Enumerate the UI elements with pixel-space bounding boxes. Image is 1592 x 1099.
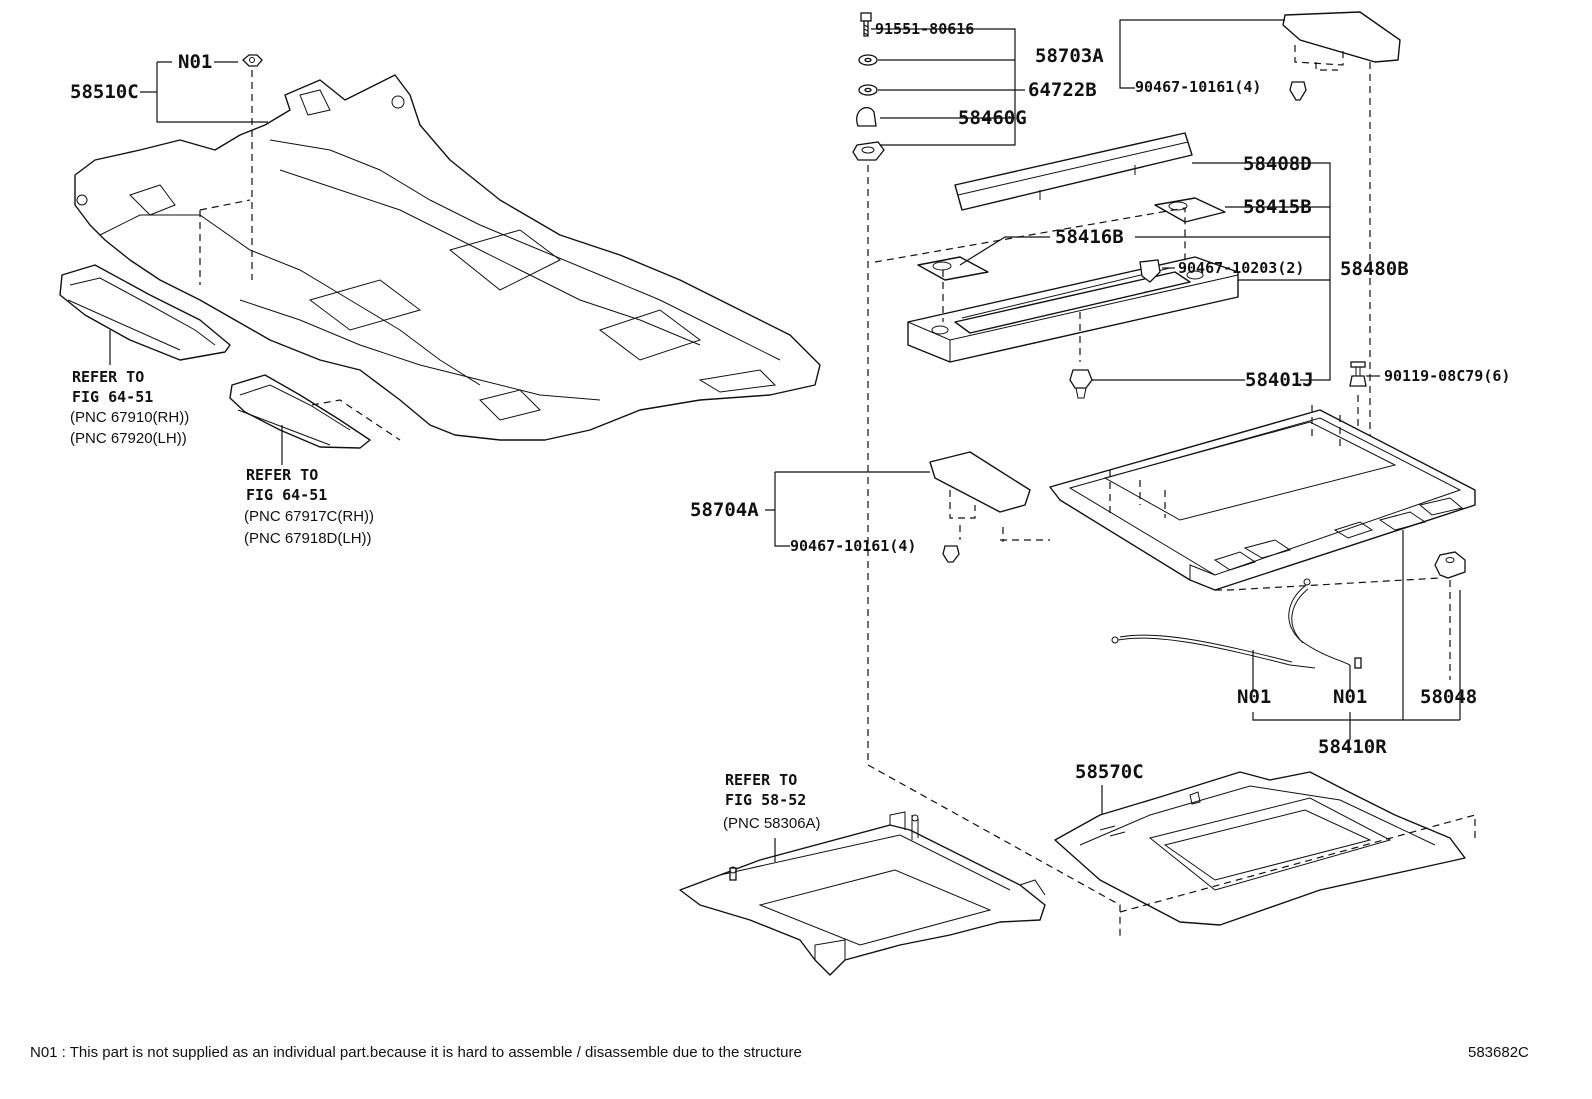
cover-58703a-drawing xyxy=(1282,11,1401,63)
label-58048: 58048 xyxy=(1420,686,1477,708)
seat-frame-drawing xyxy=(679,811,1046,976)
refer-block-3: REFER TO FIG 58-52 (PNC 58306A) xyxy=(723,771,821,832)
floor-carpet-drawing xyxy=(74,74,821,441)
cover-58704a-drawing xyxy=(929,451,1031,513)
screw-90119-drawing xyxy=(1349,361,1367,387)
label-90467-10161-top: 90467-10161(4) xyxy=(1135,78,1261,96)
label-58703a: 58703A xyxy=(1035,45,1104,67)
pad-58415b-drawing xyxy=(1154,197,1226,223)
label-58480b: 58480B xyxy=(1340,258,1409,280)
ref1-line2: FIG 64-51 xyxy=(72,388,153,406)
ref3-line2: FIG 58-52 xyxy=(725,791,806,809)
pad-58416b-drawing xyxy=(917,256,989,281)
ref2-line1: REFER TO xyxy=(246,466,318,484)
label-58460g: 58460G xyxy=(958,107,1027,129)
footnote: N01 : This part is not supplied as an in… xyxy=(30,1044,802,1061)
screw-58401j-drawing xyxy=(1069,369,1093,399)
label-64722b: 64722B xyxy=(1028,79,1097,101)
refer-block-1: REFER TO FIG 64-51 (PNC 67910(RH)) (PNC … xyxy=(70,368,189,447)
label-90467-10203: 90467-10203(2) xyxy=(1178,259,1304,277)
tray-58480b-drawing xyxy=(907,256,1239,363)
clip-90467-mid-drawing xyxy=(942,545,960,563)
label-91551-80616: 91551-80616 xyxy=(875,20,974,38)
label-58570c: 58570C xyxy=(1075,761,1144,783)
bracket-58048-drawing xyxy=(1434,551,1466,579)
clip-90467-10203-drawing xyxy=(1139,259,1161,283)
ref3-pnc1: (PNC 58306A) xyxy=(723,815,821,832)
scuff-plate-rear-drawing xyxy=(229,374,371,449)
ref2-pnc1: (PNC 67917C(RH)) xyxy=(244,508,374,525)
diagram-id: 583682C xyxy=(1468,1044,1529,1061)
label-58408d: 58408D xyxy=(1243,153,1312,175)
floor-panel-drawing xyxy=(1049,409,1476,591)
label-58510c: 58510C xyxy=(70,81,139,103)
ref3-line1: REFER TO xyxy=(725,771,797,789)
label-58410r: 58410R xyxy=(1318,736,1387,758)
ref2-line2: FIG 64-51 xyxy=(246,486,327,504)
ref1-pnc1: (PNC 67910(RH)) xyxy=(70,409,189,426)
board-58408d-drawing xyxy=(954,132,1193,211)
ref1-pnc2: (PNC 67920(LH)) xyxy=(70,430,187,447)
ref1-line1: REFER TO xyxy=(72,368,144,386)
label-58704a: 58704A xyxy=(690,499,759,521)
label-58416b: 58416B xyxy=(1055,226,1124,248)
bolt-stack-drawing xyxy=(852,12,885,161)
label-90119-08c79: 90119-08C79(6) xyxy=(1384,367,1510,385)
scuff-plate-front-drawing xyxy=(59,264,231,361)
label-n01-top: N01 xyxy=(178,51,212,73)
ref2-pnc2: (PNC 67918D(LH)) xyxy=(244,530,372,547)
label-n01-a: N01 xyxy=(1237,686,1271,708)
refer-block-2: REFER TO FIG 64-51 (PNC 67917C(RH)) (PNC… xyxy=(244,466,374,547)
label-n01-b: N01 xyxy=(1333,686,1367,708)
label-58415b: 58415B xyxy=(1243,196,1312,218)
label-58401j: 58401J xyxy=(1245,369,1314,391)
floor-board-58570c-drawing xyxy=(1054,771,1466,926)
clip-90467-top-drawing xyxy=(1289,81,1307,101)
cable-58410r-drawing xyxy=(1111,578,1362,669)
clip-n01-drawing xyxy=(242,54,263,67)
label-90467-10161-mid: 90467-10161(4) xyxy=(790,537,916,555)
